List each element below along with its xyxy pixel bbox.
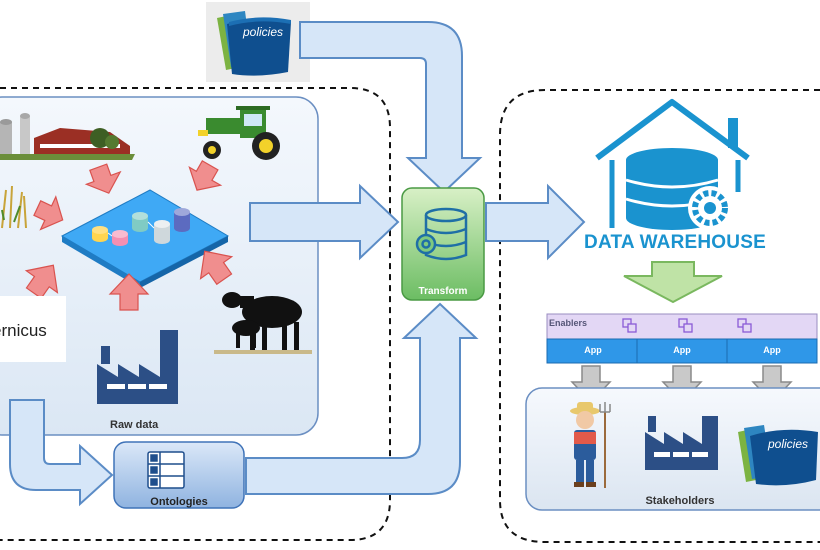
transform-label: Transform	[418, 286, 468, 297]
ontologies-box	[113, 441, 245, 509]
input-arrows	[24, 160, 234, 311]
app-label-3: App	[763, 345, 781, 355]
flow-arrow-raw-to-transform	[249, 183, 400, 261]
app-label-2: App	[673, 345, 691, 355]
factory-icon-raw	[97, 330, 178, 404]
flow-arrow-ontologies-to-transform	[245, 302, 479, 495]
policies-folder-icon-top: policies	[206, 2, 310, 82]
policies-label-top: policies	[242, 25, 283, 39]
raw-data-label: Raw data	[110, 419, 159, 431]
ontologies-label: Ontologies	[150, 496, 208, 508]
factory-icon-stakeholder	[645, 416, 718, 470]
stakeholders-label: Stakeholders	[645, 495, 715, 507]
data-warehouse-label: DATA WAREHOUSE	[584, 232, 766, 253]
ontology-table-icon	[147, 451, 185, 489]
central-data-platform-icon	[60, 189, 230, 288]
policies-label-bottom: policies	[767, 437, 808, 451]
raw-region-dashed-border	[0, 87, 391, 541]
farm-icon	[0, 113, 135, 160]
transform-box	[401, 187, 485, 301]
policies-folder-icon-bottom: policies	[738, 425, 818, 486]
database-gear-icon	[415, 207, 468, 261]
warehouse-region-dashed-border	[499, 89, 820, 543]
flow-arrow-raw-to-ontologies	[9, 399, 114, 507]
data-warehouse-icon	[595, 99, 750, 230]
flow-arrow-policies-to-transform	[299, 21, 483, 194]
app-label-1: App	[584, 345, 602, 355]
tractor-icon	[198, 106, 280, 160]
farmer-icon	[570, 402, 611, 488]
enabler-icons	[622, 318, 752, 333]
cattle-icon	[214, 292, 312, 354]
flow-arrow-warehouse-to-apps	[623, 261, 723, 304]
flow-arrow-transform-to-warehouse	[485, 183, 586, 261]
copernicus-logo-box	[0, 296, 66, 362]
app-bar	[546, 338, 818, 364]
wheat-icon	[1, 185, 27, 229]
copernicus-logo-text: ernicus	[0, 321, 47, 340]
enablers-label: Enablers	[549, 318, 588, 328]
